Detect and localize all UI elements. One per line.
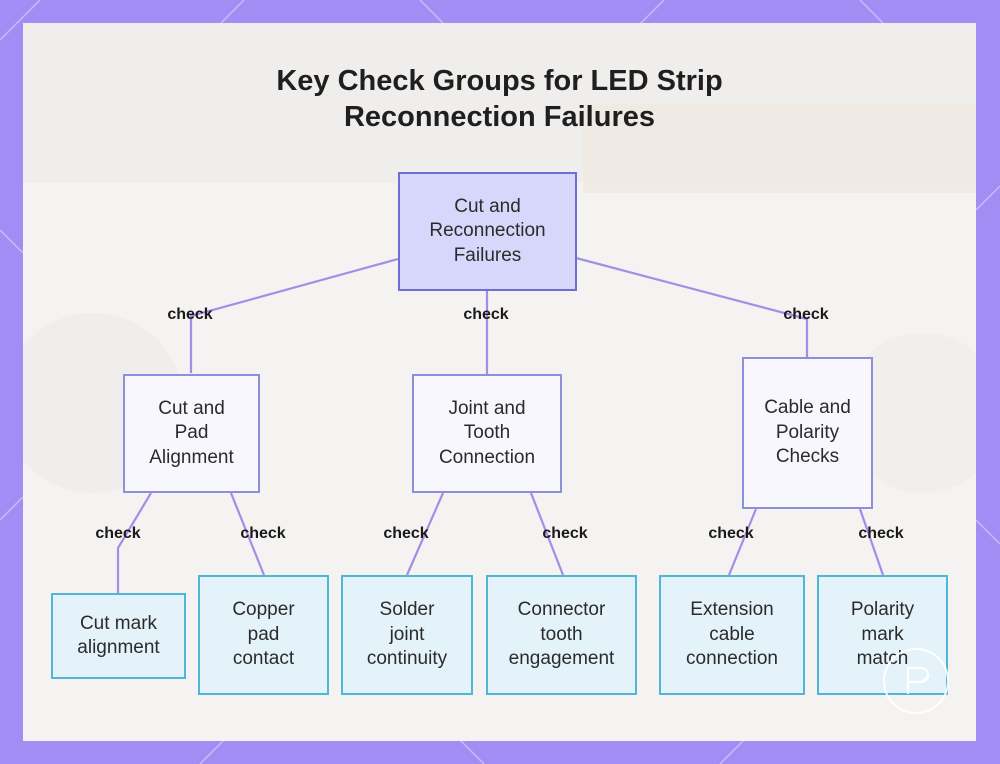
leaf-node-cut-mark-alignment: Cut mark alignment [51,593,186,679]
root-node-cut-reconnection-failures: Cut and Reconnection Failures [398,172,577,291]
page-title: Key Check Groups for LED Strip Reconnect… [23,63,976,135]
diagram-card: Key Check Groups for LED Strip Reconnect… [23,23,976,741]
node-label: Cut mark alignment [77,612,160,659]
group-node-joint-tooth-connection: Joint and Tooth Connection [412,374,562,493]
title-line-2: Reconnection Failures [343,101,655,133]
edge-label-check: check [240,525,286,542]
node-label: Polarity mark match [850,599,915,670]
edge-label-check: check [383,525,429,542]
edge-cut-pad-to-cut-mark [116,492,152,596]
node-label: Cut and Pad Alignment [149,397,234,468]
edge-root-to-cut-pad [189,257,399,373]
edge-label-check: check [463,306,509,323]
node-label: Cut and Reconnection Failures [429,195,546,266]
node-label: Solder joint continuity [366,599,448,670]
watermark-logo-icon [883,648,949,714]
leaf-node-solder-joint-continuity: Solder joint continuity [341,575,473,695]
edge-joint-to-connector [529,492,565,576]
leaf-node-extension-cable-connection: Extension cable connection [659,575,805,695]
edge-label-check: check [542,525,588,542]
background-photo [23,23,976,493]
connector-lines [116,256,885,596]
node-label: Cable and Polarity Checks [764,397,851,468]
leaf-node-polarity-mark-match: Polarity mark match [817,575,948,695]
edge-cable-to-polarity [858,508,885,576]
leaf-node-connector-tooth-engagement: Connector tooth engagement [486,575,637,695]
edge-label-check: check [708,525,754,542]
group-node-cut-pad-alignment: Cut and Pad Alignment [123,374,260,493]
edge-joint-to-solder [405,492,445,576]
node-label: Connector tooth engagement [508,599,615,670]
node-label: Copper pad contact [232,599,295,670]
node-label: Joint and Tooth Connection [438,397,536,468]
edge-label-check: check [167,306,213,323]
edge-root-to-cable-polarity [575,256,809,358]
edge-label-check: check [783,306,829,323]
leaf-node-copper-pad-contact: Copper pad contact [198,575,329,695]
edge-cut-pad-to-copper-pad [229,492,266,576]
edge-label-check: check [95,525,141,542]
edge-cable-to-extension [727,508,758,576]
group-node-cable-polarity-checks: Cable and Polarity Checks [742,357,873,509]
edge-label-check: check [858,525,904,542]
title-line-1: Key Check Groups for LED Strip [276,65,723,97]
node-label: Extension cable connection [686,599,778,670]
